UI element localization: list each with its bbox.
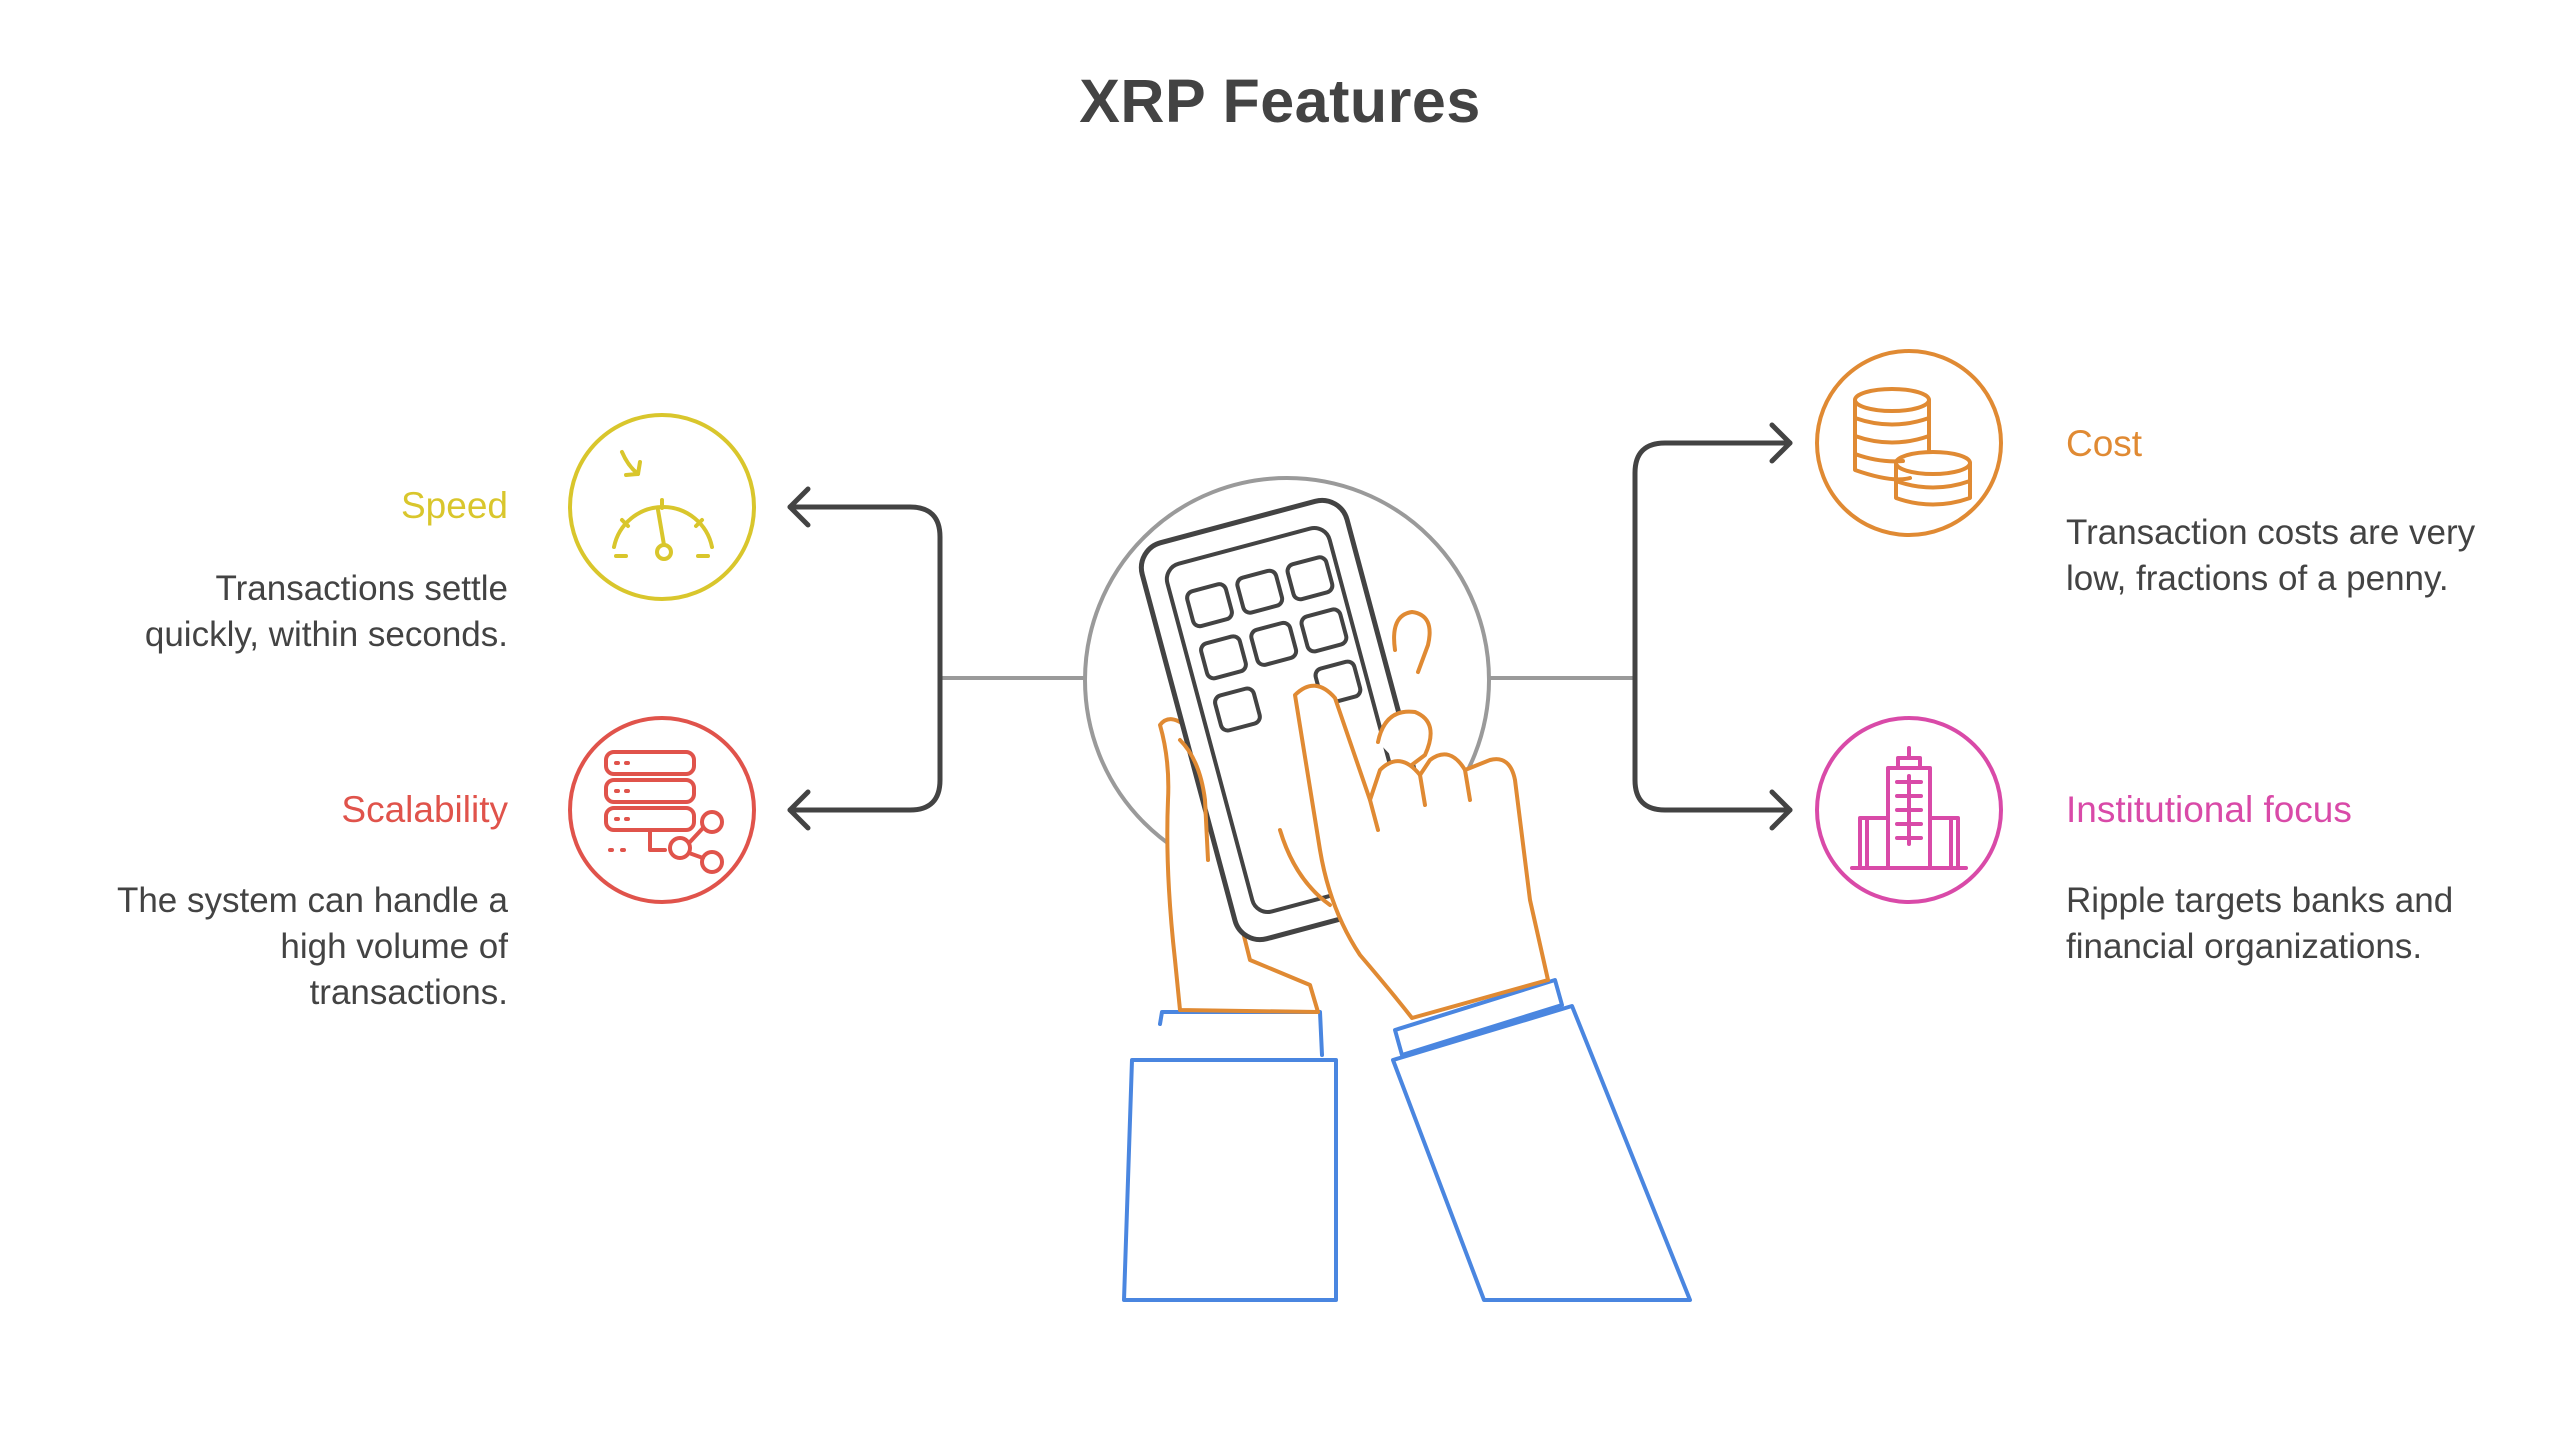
right-hand-knuckle-2 [1418,773,1427,807]
left-thumb [1178,738,1210,862]
arrow-head-institutional [1769,789,1793,831]
right-hand-knuckle-1 [1368,798,1380,832]
server-network-icon [568,716,756,904]
right-sleeve-body [1391,1004,1692,1302]
right-hand [1293,683,1550,1020]
coin-stacks-icon [1815,349,2003,537]
right-hand-knuckle-3 [1463,768,1472,802]
left-bracket [787,504,943,813]
right-bracket [1632,440,1793,813]
feature-cost-description: Transaction costs are very low, fraction… [2066,513,2476,598]
finger-top [1392,610,1432,674]
left-sleeve [1158,1010,1324,1057]
left-sleeve-body [1122,1058,1338,1302]
arrow-head-cost [1769,422,1793,464]
feature-institutional-description: Ripple targets banks and financial organ… [2066,881,2454,966]
feature-scalability-title: Scalability [341,789,508,830]
right-sleeve-cuff [1393,978,1564,1057]
central-illustration [1083,476,1692,1302]
arrow-head-speed [787,486,811,528]
feature-speed-title: Speed [401,485,508,526]
speedometer-icon [568,413,756,601]
arrow-head-scalability [787,789,811,831]
page-title: XRP Features [1079,67,1481,135]
feature-scalability-description: The system can handle a high volume of t… [116,881,508,1012]
finger-middle [1376,709,1433,772]
right-hand-thumb [1278,828,1332,907]
feature-cost-title: Cost [2066,423,2143,464]
office-buildings-icon [1815,716,2003,904]
connector-lines [787,422,1793,831]
feature-speed-description: Transactions settle quickly, within seco… [144,569,508,654]
feature-institutional-title: Institutional focus [2066,789,2352,830]
